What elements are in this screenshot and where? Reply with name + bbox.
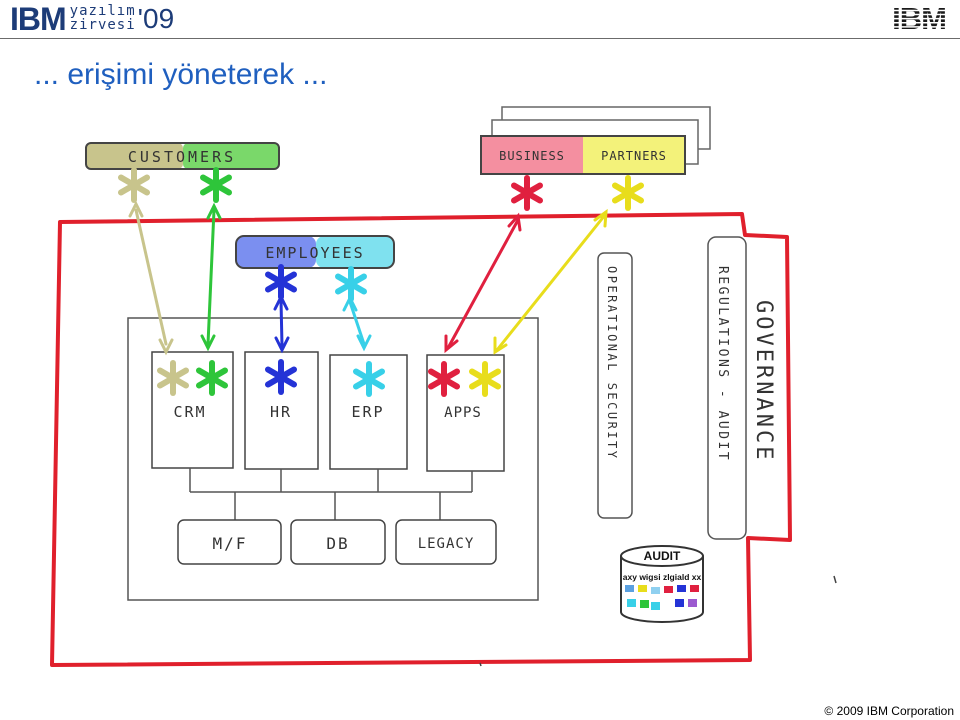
db-label: DB	[326, 534, 349, 553]
bus-connectors	[189, 468, 473, 520]
stray-mark-small	[479, 662, 482, 667]
ibm-striped-logo: IBM	[892, 2, 947, 32]
legacy-box: LEGACY	[395, 519, 497, 565]
ibm-logo-text: IBM	[892, 2, 946, 32]
audit-database-icon: AUDIT axy wigsi zlgiald xx	[620, 545, 704, 623]
brand-words: yazılım zirvesi	[70, 4, 136, 32]
employees-box: EMPLOYEES	[235, 235, 395, 269]
stray-mark	[833, 575, 837, 584]
operational-security-box: OPERATIONAL SECURITY	[597, 252, 633, 519]
enterprise-boundary	[50, 212, 792, 667]
mf-box: M/F	[177, 519, 282, 565]
audit-label: AUDIT	[644, 549, 681, 563]
page-title: ... erişimi yöneterek ...	[34, 58, 328, 91]
crm-box: CRM	[151, 351, 234, 469]
audit-row-text: axy wigsi zlgiald xx	[623, 572, 702, 582]
customer-star-tan	[121, 170, 147, 200]
brand-word-yazilim: yazılım	[69, 3, 136, 19]
access-arrows	[128, 200, 608, 356]
customers-label: CUSTOMERS	[128, 148, 236, 166]
legacy-label: LEGACY	[418, 536, 475, 552]
governance-label: GOVERNANCE	[751, 300, 776, 462]
brand-year: '09	[137, 3, 175, 34]
employees-label: EMPLOYEES	[265, 244, 364, 262]
regulations-audit-label: REGULATIONS - AUDIT	[715, 266, 730, 462]
customer-star-green	[203, 170, 229, 200]
partners-label: PARTNERS	[601, 149, 667, 163]
brand-word-zirvesi: zirvesi	[69, 17, 136, 33]
erp-box: ERP	[329, 354, 408, 470]
hr-label: HR	[270, 403, 292, 421]
event-brand-logo: IBM yazılım zirvesi '09	[10, 2, 174, 36]
employee-star-cyan	[338, 269, 364, 299]
business-partners-box: BUSINESS PARTNERS	[480, 135, 686, 175]
regulations-audit-box: REGULATIONS - AUDIT	[707, 236, 747, 540]
erp-label: ERP	[351, 403, 384, 421]
customers-box: CUSTOMERS	[85, 142, 280, 170]
copyright-footer: © 2009 IBM Corporation	[824, 704, 954, 718]
employee-star-blue	[268, 267, 294, 297]
apps-label: APPS	[444, 405, 482, 421]
operational-security-label: OPERATIONAL SECURITY	[605, 266, 619, 461]
business-label: BUSINESS	[499, 149, 565, 163]
business-star-red	[514, 178, 540, 208]
crm-label: CRM	[173, 403, 206, 421]
partner-star-yellow	[615, 178, 641, 208]
db-box: DB	[290, 519, 386, 565]
header-rule	[0, 38, 960, 39]
brand-ibm-text: IBM	[10, 1, 67, 37]
mf-label: M/F	[213, 534, 248, 553]
